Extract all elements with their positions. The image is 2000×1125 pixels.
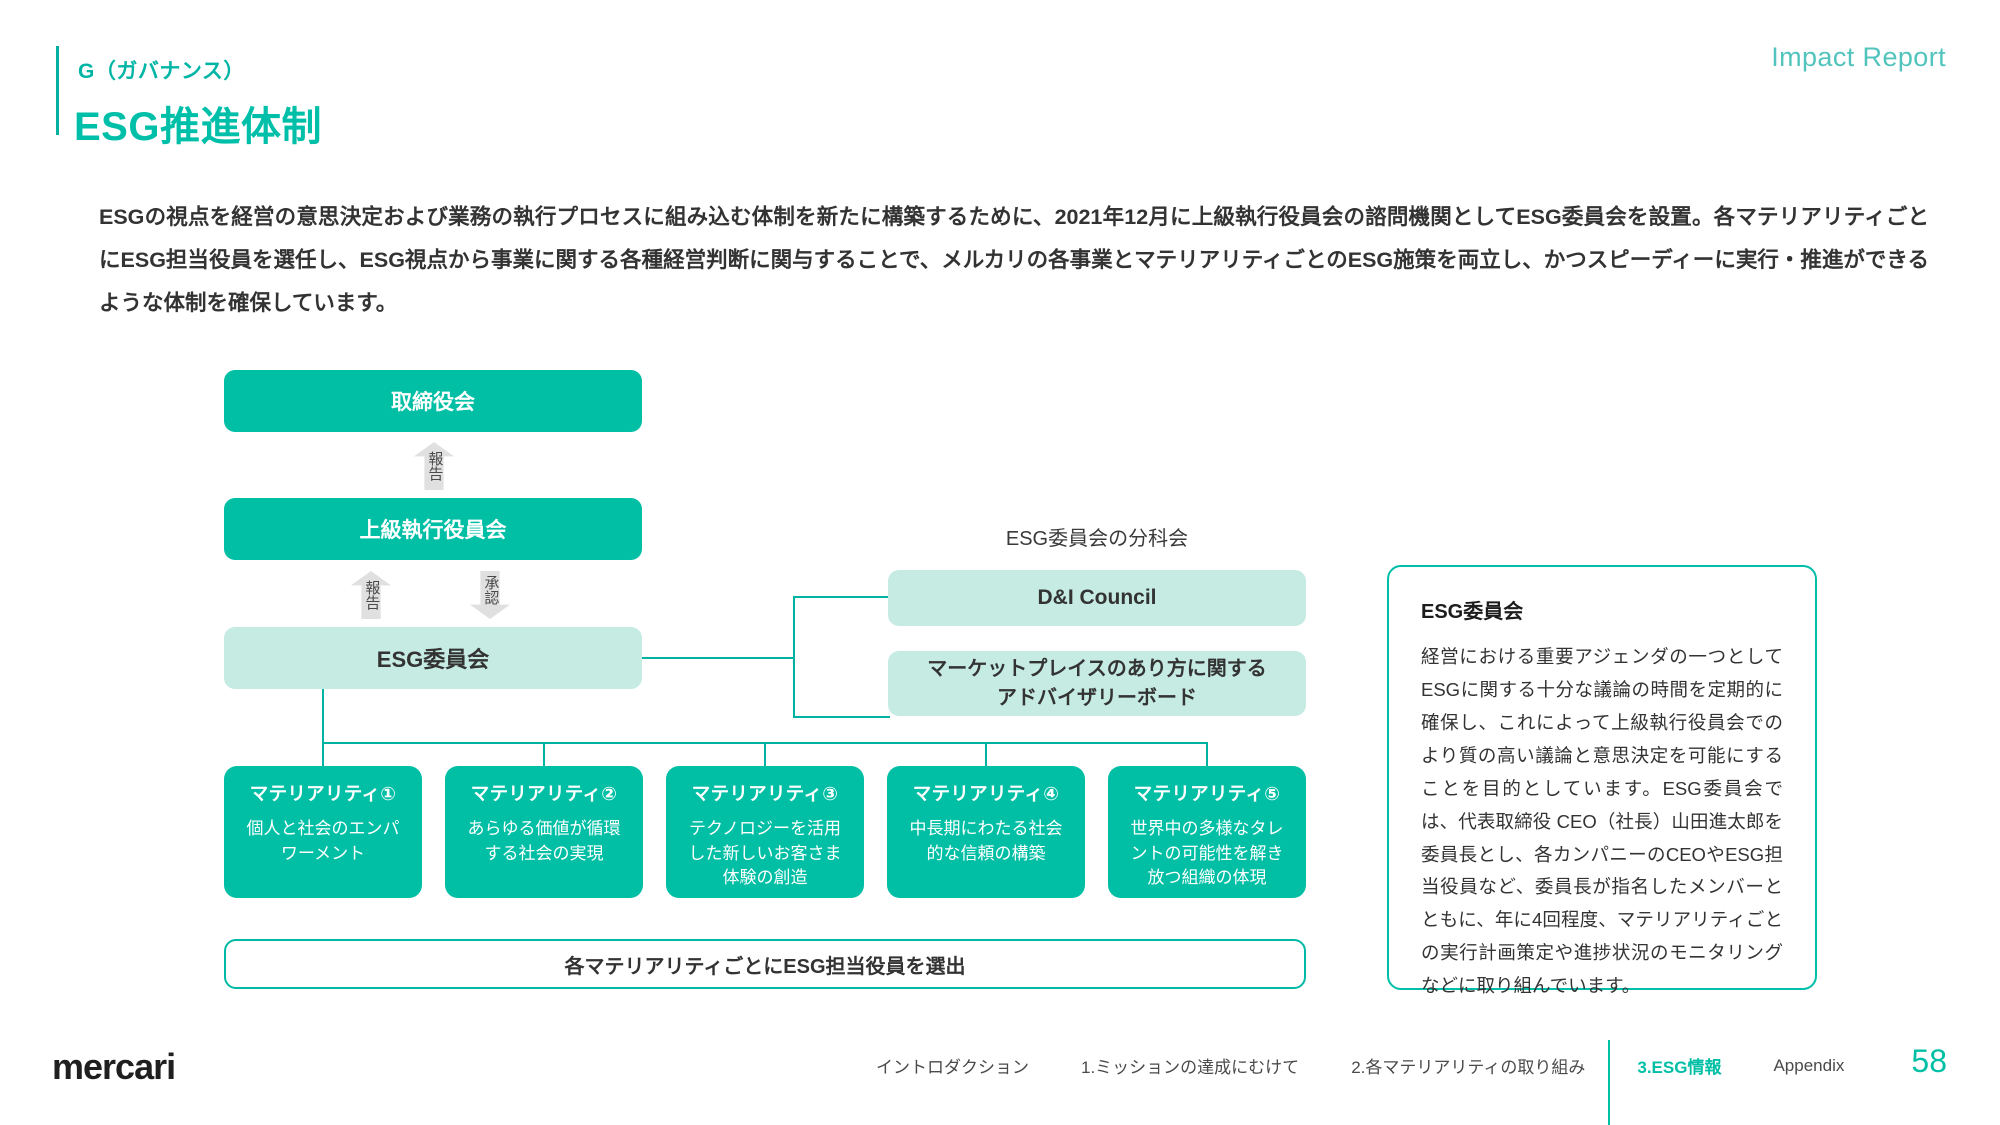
- info-card-body: 経営における重要アジェンダの一つとしてESGに関する十分な議論の時間を定期的に確…: [1421, 646, 1783, 997]
- connector-esg-to-subcommittees: [642, 657, 795, 659]
- esg-officer-selection-label: 各マテリアリティごとにESG担当役員を選出: [564, 955, 966, 978]
- materiality-title: マテリアリティ③: [691, 783, 839, 804]
- page-number: 58: [1911, 1043, 1947, 1079]
- connector-drop-materiality-5: [1206, 742, 1208, 767]
- materiality-description: 中長期にわたる社会的な信頼の構築: [909, 819, 1063, 863]
- materiality-card: マテリアリティ① 個人と社会のエンパワーメント: [224, 766, 422, 898]
- node-marketplace-advisory-board-line1: マーケットプレイスのあり方に関する: [927, 657, 1267, 680]
- connector-esg-drop: [322, 689, 324, 743]
- materiality-card: マテリアリティ⑤ 世界中の多様なタレントの可能性を解き放つ組織の体現: [1108, 766, 1306, 898]
- materiality-title: マテリアリティ①: [249, 783, 397, 804]
- connector-drop-materiality-4: [985, 742, 987, 767]
- materiality-description: あらゆる価値が循環する社会の実現: [467, 819, 621, 863]
- node-senior-executive-board: 上級執行役員会: [224, 498, 642, 560]
- footer-nav-item-appendix[interactable]: Appendix: [1773, 1055, 1845, 1075]
- materiality-title: マテリアリティ⑤: [1133, 783, 1281, 804]
- materiality-description: テクノロジーを活用した新しいお客さま体験の創造: [688, 819, 842, 888]
- footer-navigation: イントロダクション 1.ミッションの達成にむけて 2.各マテリアリティの取り組み…: [850, 1053, 1870, 1078]
- footer-nav-item-esg[interactable]: 3.ESG情報: [1637, 1058, 1722, 1077]
- info-card-title: ESG委員会: [1421, 601, 1524, 623]
- footer-nav-item-introduction[interactable]: イントロダクション: [876, 1058, 1029, 1077]
- materiality-card: マテリアリティ② あらゆる価値が循環する社会の実現: [445, 766, 643, 898]
- node-marketplace-advisory-board-line2: アドバイザリーボード: [997, 686, 1197, 709]
- node-board-label: 取締役会: [391, 391, 475, 414]
- node-senior-executive-board-label: 上級執行役員会: [359, 519, 507, 542]
- esg-officer-selection-bar: 各マテリアリティごとにESG担当役員を選出: [224, 939, 1306, 989]
- intro-paragraph: ESGの視点を経営の意思決定および業務の執行プロセスに組み込む体制を新たに構築す…: [99, 205, 1929, 315]
- materiality-description: 個人と社会のエンパワーメント: [246, 819, 400, 863]
- subcommittee-section-label: ESG委員会の分科会: [1005, 528, 1189, 550]
- materiality-title: マテリアリティ④: [912, 783, 1060, 804]
- connector-drop-materiality-3: [764, 742, 766, 767]
- connector-to-advisory-board: [793, 716, 890, 718]
- footer-nav-item-materiality[interactable]: 2.各マテリアリティの取り組み: [1351, 1058, 1586, 1077]
- report-brand-label: Impact Report: [1771, 42, 1946, 72]
- materiality-description: 世界中の多様なタレントの可能性を解き放つ組織の体現: [1130, 819, 1284, 888]
- esg-committee-info-card: ESG委員会 経営における重要アジェンダの一つとしてESGに関する十分な議論の時…: [1387, 565, 1817, 996]
- mercari-logo: mercari: [52, 1046, 176, 1087]
- arrow-approval-from-executive: 承認: [470, 571, 510, 619]
- connector-drop-materiality-2: [543, 742, 545, 767]
- footer-nav-divider: [1608, 1040, 1610, 1125]
- connector-to-di-council: [793, 596, 890, 598]
- materiality-card: マテリアリティ④ 中長期にわたる社会的な信頼の構築: [887, 766, 1085, 898]
- connector-drop-materiality-1: [322, 742, 324, 767]
- node-di-council: D&I Council: [888, 570, 1306, 626]
- node-board-of-directors: 取締役会: [224, 370, 642, 432]
- node-di-council-label: D&I Council: [1037, 586, 1157, 609]
- arrow-report-to-executive: 報告: [351, 571, 391, 619]
- node-esg-committee: ESG委員会: [224, 627, 642, 689]
- header-eyebrow: G（ガバナンス）: [78, 60, 245, 83]
- node-esg-committee-label: ESG委員会: [376, 647, 490, 672]
- header-accent-rule: [56, 46, 59, 135]
- connector-subcommittee-stem: [793, 596, 795, 718]
- arrow-report-to-board: 報告: [414, 442, 454, 490]
- arrow-approval-from-executive-label: 承認: [482, 575, 500, 605]
- arrow-report-to-board-label: 報告: [426, 451, 444, 481]
- footer-nav-item-mission[interactable]: 1.ミッションの達成にむけて: [1081, 1058, 1300, 1077]
- materiality-title: マテリアリティ②: [470, 783, 618, 804]
- node-marketplace-advisory-board: マーケットプレイスのあり方に関する アドバイザリーボード: [888, 651, 1306, 716]
- materiality-card: マテリアリティ③ テクノロジーを活用した新しいお客さま体験の創造: [666, 766, 864, 898]
- arrow-report-to-executive-label: 報告: [363, 580, 381, 610]
- page-title: ESG推進体制: [74, 105, 322, 149]
